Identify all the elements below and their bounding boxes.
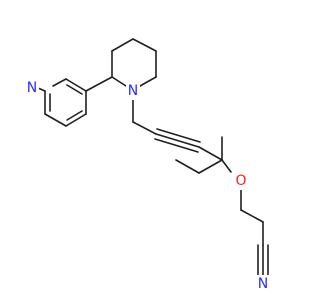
bond <box>198 159 223 174</box>
bond <box>85 76 113 92</box>
bond <box>156 128 201 143</box>
atom-label-n-piperidine: N <box>128 83 138 99</box>
alkyne-triple-bond <box>154 128 201 153</box>
bond <box>221 159 232 173</box>
piperidine-ring <box>111 38 157 87</box>
bond <box>52 78 67 87</box>
bond <box>198 146 223 161</box>
bond <box>65 113 87 127</box>
atom-label-n-nitrile: N <box>258 276 268 292</box>
bond <box>139 76 157 87</box>
bond <box>66 110 83 121</box>
pyridine-ring <box>37 78 87 127</box>
bond <box>155 133 200 148</box>
atom-label-n-pyridine: N <box>27 80 37 96</box>
molecule-drawing: N N O N <box>25 38 270 293</box>
bond <box>111 38 134 52</box>
bond <box>240 209 264 223</box>
atom-n-pyridine: N <box>25 79 39 97</box>
bond <box>175 159 200 174</box>
bond <box>65 78 87 92</box>
atom-n-nitrile: N <box>256 275 270 293</box>
atom-label-o-ether: O <box>235 173 246 189</box>
bond <box>37 87 46 92</box>
bond <box>132 121 157 135</box>
bond <box>44 113 67 127</box>
bond <box>132 38 157 52</box>
nitrile-triple-bond <box>257 244 269 276</box>
bond <box>111 76 127 87</box>
atom-o-ether: O <box>234 172 248 190</box>
atom-n-piperidine: N <box>126 82 140 100</box>
structure-canvas: N N O N <box>25 38 270 293</box>
bond <box>66 84 83 95</box>
bond <box>154 138 199 153</box>
